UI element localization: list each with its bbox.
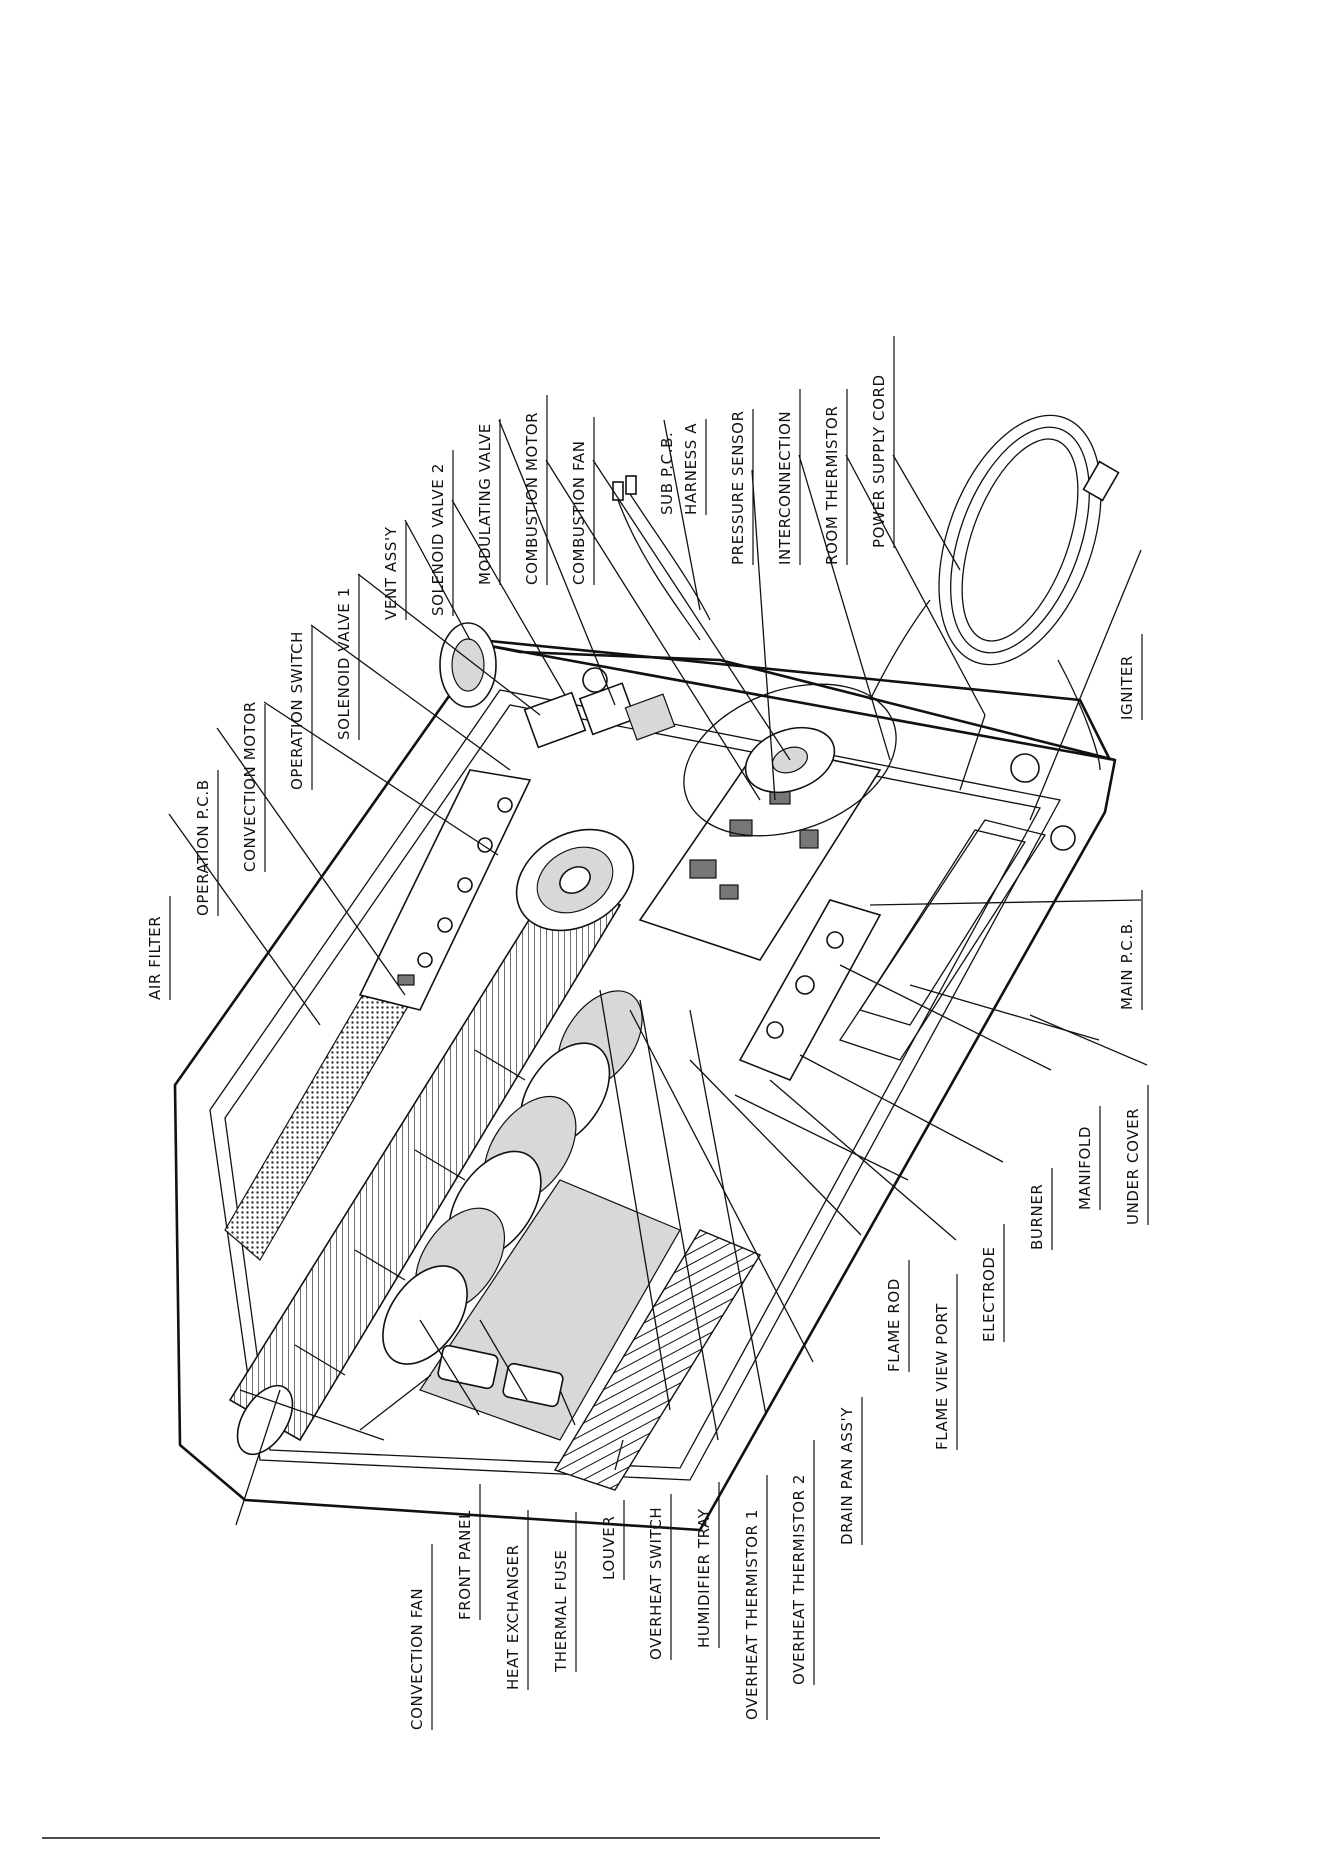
label-pressure-sensor: PRESSURE SENSOR — [729, 410, 747, 565]
heater-illustration — [173, 414, 1120, 1532]
burner-manifold — [738, 899, 882, 1082]
label-electrode: ELECTRODE — [980, 1246, 998, 1342]
main-pcb-board — [638, 744, 882, 961]
labels-top: AIR FILTER OPERATION P.C.B CONVECTION MO… — [146, 336, 1143, 1010]
label-flame-view-port: FLAME VIEW PORT — [933, 1303, 951, 1450]
label-sub-pcb: SUB P.C.B. — [658, 432, 676, 515]
label-harness-a: HARNESS A — [682, 423, 700, 515]
label-power-supply-cord: POWER SUPPLY CORD — [870, 374, 888, 548]
label-heat-exchanger: HEAT EXCHANGER — [504, 1544, 522, 1690]
convection-motor — [515, 828, 635, 932]
label-overheat-thermistor-1: OVERHEAT THERMISTOR 1 — [743, 1509, 761, 1720]
label-front-panel: FRONT PANEL — [456, 1510, 474, 1620]
label-under-cover: UNDER COVER — [1124, 1108, 1142, 1225]
label-burner: BURNER — [1028, 1184, 1046, 1250]
label-solenoid-valve-2: SOLENOID VALVE 2 — [429, 463, 447, 616]
cabinet-outline — [173, 643, 1117, 1532]
label-overheat-thermistor-2: OVERHEAT THERMISTOR 2 — [790, 1474, 808, 1685]
power-supply-cord — [869, 414, 1120, 771]
label-solenoid-valve-1: SOLENOID VALVE 1 — [335, 587, 353, 740]
heat-exchanger — [382, 990, 643, 1365]
label-interconnection: INTERCONNECTION — [776, 411, 794, 565]
louver-grille — [553, 1229, 762, 1491]
label-room-thermistor: ROOM THERMISTOR — [823, 406, 841, 565]
label-igniter: IGNITER — [1118, 655, 1136, 720]
label-combustion-fan: COMBUSTION FAN — [570, 440, 588, 585]
label-louver: LOUVER — [600, 1516, 618, 1580]
label-air-filter: AIR FILTER — [146, 916, 164, 1000]
label-vent-assy: VENT ASS'Y — [382, 526, 400, 620]
label-overheat-switch: OVERHEAT SWITCH — [647, 1507, 665, 1660]
label-manifold: MANIFOLD — [1076, 1126, 1094, 1210]
cabinet-top-edge — [484, 643, 1116, 762]
label-modulating-valve: MODULATING VALVE — [476, 423, 494, 585]
label-operation-switch: OPERATION SWITCH — [288, 631, 306, 790]
label-humidifier-tray: HUMIDIFIER TRAY — [695, 1508, 713, 1648]
label-drain-pan-assy: DRAIN PAN ASS'Y — [838, 1407, 856, 1545]
label-thermal-fuse: THERMAL FUSE — [552, 1550, 570, 1673]
label-operation-pcb: OPERATION P.C.B — [194, 779, 212, 916]
sub-pcb-harness — [612, 475, 711, 641]
labels-bottom-right: UNDER COVER MANIFOLD BURNER ELECTRODE FL… — [408, 1085, 1149, 1730]
humidifier-tray — [437, 1344, 499, 1390]
label-convection-motor: CONVECTION MOTOR — [241, 701, 259, 872]
vent-pipe — [439, 622, 497, 708]
valve-assembly — [523, 667, 676, 749]
label-convection-fan: CONVECTION FAN — [408, 1588, 426, 1730]
label-combustion-motor: COMBUSTION MOTOR — [523, 412, 541, 585]
room-thermistor-probe — [959, 714, 986, 791]
operation-panel — [358, 769, 532, 1011]
label-main-pcb: MAIN P.C.B. — [1118, 918, 1136, 1010]
side-panel — [838, 819, 1047, 1061]
leader-lines — [168, 419, 1148, 1526]
label-flame-rod: FLAME ROD — [885, 1278, 903, 1372]
